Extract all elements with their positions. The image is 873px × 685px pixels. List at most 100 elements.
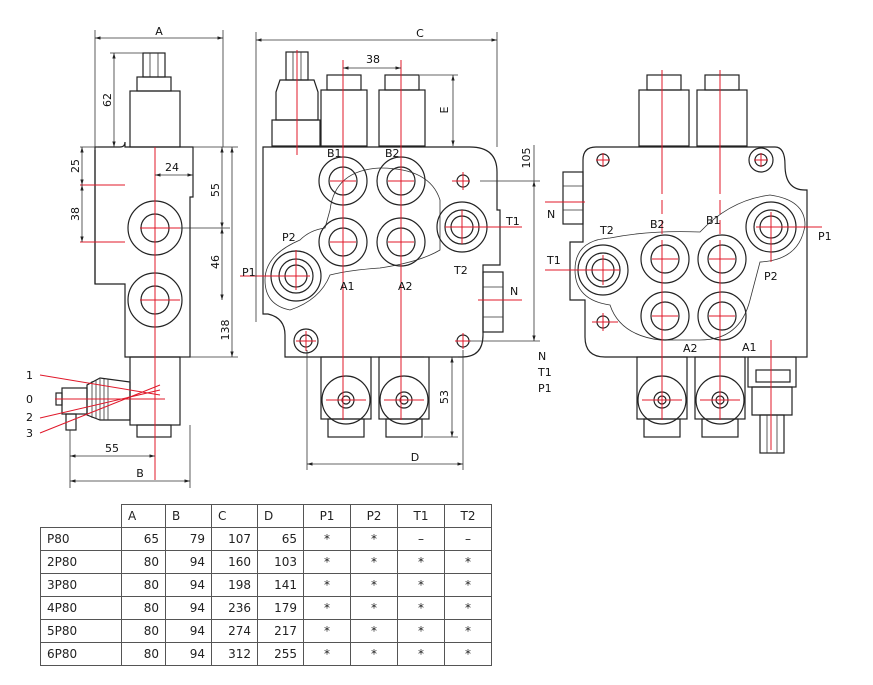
value-cell: * xyxy=(350,573,398,597)
label-t1: T1 xyxy=(505,215,520,228)
dim-a-label: A xyxy=(155,25,163,38)
header-b: B xyxy=(165,504,212,528)
value-cell: * xyxy=(444,619,492,643)
value-cell: 80 xyxy=(121,550,166,574)
dim-25-label: 25 xyxy=(69,159,82,173)
value-cell: 312 xyxy=(211,642,258,666)
relief-nut xyxy=(759,414,785,454)
value-cell: 160 xyxy=(211,550,258,574)
dim-55-bottom-label: 55 xyxy=(105,442,119,455)
dim-e-label: E xyxy=(438,106,451,113)
side-label-n: N xyxy=(538,350,546,363)
value-cell: * xyxy=(444,573,492,597)
model-cell: 2P80 xyxy=(40,550,122,574)
port-a2 xyxy=(640,291,690,341)
value-cell: 94 xyxy=(165,550,212,574)
value-cell: * xyxy=(303,619,351,643)
lever-pos-2: 2 xyxy=(26,411,33,424)
port-b2 xyxy=(640,234,690,284)
value-cell: * xyxy=(303,596,351,620)
value-cell: 107 xyxy=(211,527,258,551)
dim-c-label: C xyxy=(416,27,424,40)
value-cell: * xyxy=(350,619,398,643)
value-cell: 80 xyxy=(121,619,166,643)
header-c: C xyxy=(211,504,258,528)
lever-pos-0: 0 xyxy=(26,393,33,406)
label-a2: A2 xyxy=(683,342,698,355)
value-cell: * xyxy=(397,596,445,620)
value-cell: 94 xyxy=(165,573,212,597)
label-a2: A2 xyxy=(398,280,413,293)
label-t1: T1 xyxy=(546,254,561,267)
label-p2: P2 xyxy=(282,231,296,244)
value-cell: 65 xyxy=(257,527,304,551)
relief-body xyxy=(129,90,181,148)
dim-62-label: 62 xyxy=(101,93,114,107)
side-label-p1: P1 xyxy=(538,382,552,395)
value-cell: * xyxy=(350,596,398,620)
value-cell: * xyxy=(350,527,398,551)
spool-cap-2 xyxy=(696,89,748,147)
value-cell: * xyxy=(444,550,492,574)
value-cell: 179 xyxy=(257,596,304,620)
header-t2: T2 xyxy=(444,504,492,528)
value-cell: 94 xyxy=(165,619,212,643)
value-cell: * xyxy=(303,642,351,666)
side-label-t1: T1 xyxy=(537,366,552,379)
model-cell: 3P80 xyxy=(40,573,122,597)
value-cell: 141 xyxy=(257,573,304,597)
value-cell: 94 xyxy=(165,596,212,620)
model-cell: 5P80 xyxy=(40,619,122,643)
dim-138-label: 138 xyxy=(219,320,232,341)
value-cell: 236 xyxy=(211,596,258,620)
value-cell: 217 xyxy=(257,619,304,643)
dim-b-label: B xyxy=(136,467,144,480)
value-cell: * xyxy=(397,642,445,666)
model-cell: P80 xyxy=(40,527,122,551)
dim-d-label: D xyxy=(411,451,419,464)
header-p1: P1 xyxy=(303,504,351,528)
dim-46-label: 46 xyxy=(209,255,222,269)
label-t2: T2 xyxy=(453,264,468,277)
value-cell: * xyxy=(444,596,492,620)
dim-38-label: 38 xyxy=(69,207,82,221)
value-cell: * xyxy=(303,527,351,551)
lever-1 xyxy=(321,375,371,425)
label-a1: A1 xyxy=(742,341,757,354)
label-b2: B2 xyxy=(385,147,400,160)
dim-105-label: 105 xyxy=(520,148,533,169)
label-n: N xyxy=(510,285,518,298)
header-p2: P2 xyxy=(350,504,398,528)
spool-cap-2 xyxy=(378,89,426,147)
lever-pos-3: 3 xyxy=(26,427,33,440)
value-cell: 80 xyxy=(121,596,166,620)
dim-24-label: 24 xyxy=(165,161,179,174)
value-cell: * xyxy=(303,573,351,597)
port-a1 xyxy=(697,291,747,341)
port-b1 xyxy=(697,234,747,284)
header-corner xyxy=(40,504,122,528)
value-cell: * xyxy=(397,619,445,643)
label-p1: P1 xyxy=(818,230,832,243)
label-p2: P2 xyxy=(764,270,778,283)
n-plug xyxy=(482,271,504,333)
valve-drawing: A 62 25 38 24 55 46 138 55 B 1 0 2 3 xyxy=(26,25,832,488)
value-cell: * xyxy=(350,550,398,574)
value-cell: – xyxy=(397,527,445,551)
header-a: A xyxy=(121,504,166,528)
value-cell: * xyxy=(303,550,351,574)
rear-body xyxy=(569,146,808,358)
value-cell: 94 xyxy=(165,642,212,666)
table-header-row: A B C D P1 P2 T1 T2 xyxy=(40,504,492,528)
model-cell: 6P80 xyxy=(40,642,122,666)
n-plug xyxy=(562,171,584,225)
model-cell: 4P80 xyxy=(40,596,122,620)
lever-pos-1: 1 xyxy=(26,369,33,382)
dim-53-label: 53 xyxy=(438,390,451,404)
value-cell: * xyxy=(397,573,445,597)
